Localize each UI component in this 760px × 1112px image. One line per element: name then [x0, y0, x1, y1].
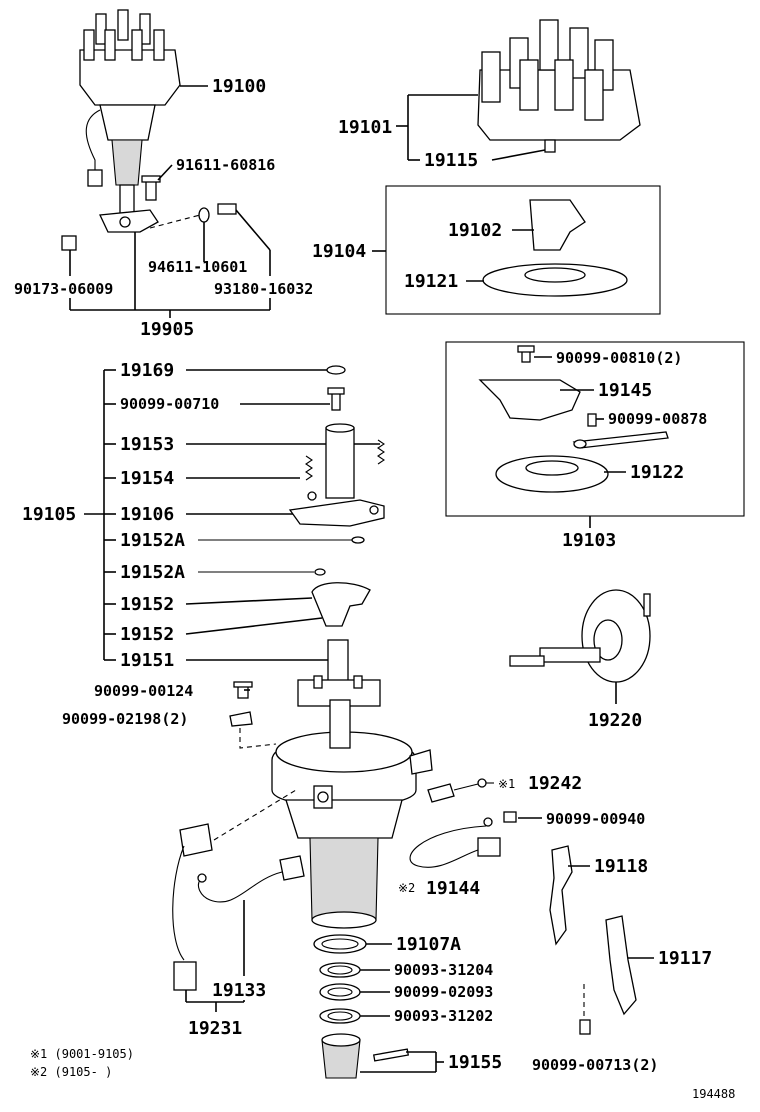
- wiring-harness-drawing: [172, 789, 305, 991]
- label-19115: 19115: [424, 150, 478, 171]
- label-90093-31202: 90093-31202: [394, 1007, 493, 1025]
- label-19231: 19231: [188, 1018, 242, 1039]
- distributor-assembly-drawing: [61, 9, 237, 251]
- label-90099-00124: 90099-00124: [94, 682, 193, 700]
- vacuum-advancer-drawing: [509, 589, 651, 683]
- label-90099-00810: 90099-00810(2): [556, 349, 682, 367]
- label-91611-60816: 91611-60816: [176, 156, 275, 174]
- label-19145: 19145: [598, 380, 652, 401]
- label-90173-06009: 90173-06009: [14, 280, 113, 298]
- footnote-1: ※1 (9001-9105): [30, 1047, 134, 1061]
- label-90099-00710: 90099-00710: [120, 395, 219, 413]
- label-19152-2: 19152: [120, 624, 174, 645]
- note-mark-1: ※1: [498, 777, 515, 791]
- diagram-id: 194488: [692, 1087, 735, 1101]
- label-19169: 19169: [120, 360, 174, 381]
- lever-19117-drawing: [605, 915, 637, 1016]
- label-19122: 19122: [630, 462, 684, 483]
- lever-19118-drawing: [549, 845, 573, 946]
- label-19102: 19102: [448, 220, 502, 241]
- label-19133: 19133: [212, 980, 266, 1001]
- rotor-and-cover-drawing: [482, 199, 628, 297]
- label-19152a-1: 19152A: [120, 530, 185, 551]
- label-19144: 19144: [426, 878, 480, 899]
- label-19101: 19101: [338, 117, 392, 138]
- distributor-cap-drawing: [477, 19, 641, 153]
- label-94611-10601: 94611-10601: [148, 258, 247, 276]
- label-19154: 19154: [120, 468, 174, 489]
- note-mark-2: ※2: [398, 881, 415, 895]
- footnote-2: ※2 (9105- ): [30, 1065, 112, 1079]
- label-19152a-2: 19152A: [120, 562, 185, 583]
- distributor-housing-drawing: [229, 675, 433, 1079]
- governor-parts-drawing: [288, 365, 385, 701]
- label-19155: 19155: [448, 1052, 502, 1073]
- label-19105: 19105: [22, 504, 76, 525]
- label-19104: 19104: [312, 241, 366, 262]
- box-19103: [445, 341, 745, 517]
- label-19106: 19106: [120, 504, 174, 525]
- label-19107a: 19107A: [396, 934, 461, 955]
- label-19153: 19153: [120, 434, 174, 455]
- cable-19242-drawing: [427, 778, 487, 803]
- label-19118: 19118: [594, 856, 648, 877]
- label-90093-31204: 90093-31204: [394, 961, 493, 979]
- label-19905: 19905: [140, 319, 194, 340]
- cable-19144-drawing: [409, 817, 501, 868]
- label-19103: 19103: [562, 530, 616, 551]
- label-90099-00713: 90099-00713(2): [532, 1056, 658, 1074]
- label-90099-00878: 90099-00878: [608, 410, 707, 428]
- label-19100: 19100: [212, 76, 266, 97]
- breaker-plate-drawing: [478, 345, 669, 493]
- label-93180-16032: 93180-16032: [214, 280, 313, 298]
- box-19104: [385, 185, 661, 315]
- label-90099-02093: 90099-02093: [394, 983, 493, 1001]
- label-19220: 19220: [588, 710, 642, 731]
- label-19242: 19242: [528, 773, 582, 794]
- label-19117: 19117: [658, 948, 712, 969]
- label-90099-00940: 90099-00940: [546, 810, 645, 828]
- label-19152-1: 19152: [120, 594, 174, 615]
- label-90099-02198: 90099-02198(2): [62, 710, 188, 728]
- label-19121: 19121: [404, 271, 458, 292]
- label-19151: 19151: [120, 650, 174, 671]
